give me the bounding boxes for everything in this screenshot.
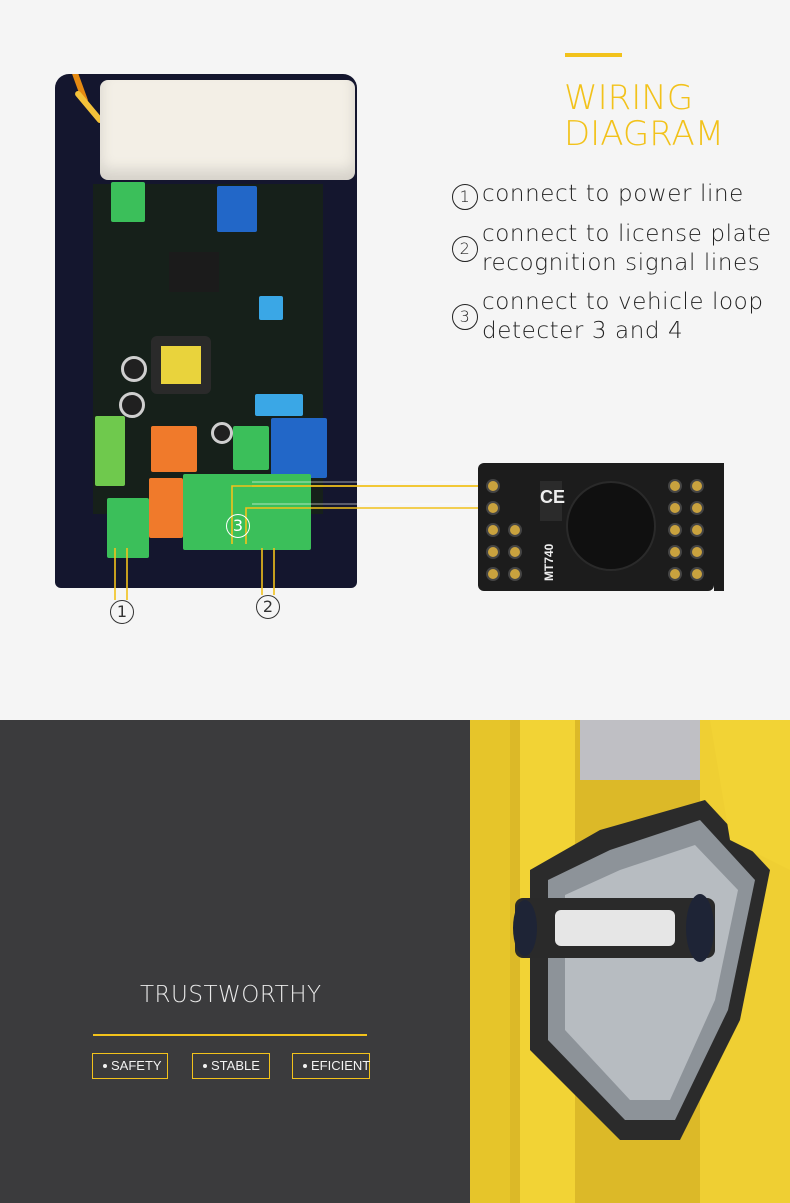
bullet-icon — [203, 1063, 207, 1068]
step-number: 2 — [452, 236, 478, 262]
terminal-screw — [486, 567, 500, 581]
terminal-block — [233, 426, 269, 470]
capacitor — [100, 80, 355, 180]
terminal-screw — [690, 523, 704, 537]
signal-terminal — [183, 474, 311, 550]
title-line-2: DIAGRAM — [564, 114, 725, 154]
feature-label: EFICIENT — [311, 1058, 371, 1073]
trust-underline — [93, 1034, 367, 1036]
dip-switch — [259, 296, 283, 320]
step-text: connect to license plate recognition sig… — [482, 221, 772, 276]
electrolytic-cap — [121, 356, 147, 382]
chip — [169, 252, 219, 292]
fuse — [95, 416, 125, 486]
feature-label: SAFETY — [111, 1058, 162, 1073]
terminal-screw — [508, 567, 522, 581]
callout-1: 1 — [110, 600, 134, 624]
step-number: 3 — [452, 304, 478, 330]
terminal-screw — [668, 567, 682, 581]
relay-component — [217, 186, 257, 232]
feature-badge-stable: STABLE — [192, 1053, 270, 1079]
relay-socket-image: CE MT740 — [478, 463, 724, 591]
power-terminal — [107, 498, 149, 558]
terminal-screw — [690, 479, 704, 493]
callout-3: 3 — [226, 514, 250, 538]
terminal-screw — [668, 479, 682, 493]
title-line-1: WIRING — [564, 78, 694, 118]
terminal-screw — [690, 545, 704, 559]
bullet-icon — [303, 1063, 307, 1068]
wiring-steps: 1 connect to power line 2 connect to lic… — [452, 180, 782, 356]
terminal-screw — [486, 501, 500, 515]
feature-badge-safety: SAFETY — [92, 1053, 168, 1079]
control-box-image — [55, 74, 357, 588]
step-number: 1 — [452, 184, 478, 210]
electrolytic-cap — [119, 392, 145, 418]
potentiometer — [255, 394, 303, 416]
trust-heading: TRUSTWORTHY — [140, 982, 322, 1008]
terminal-screw — [508, 545, 522, 559]
terminal-screw — [486, 545, 500, 559]
electrolytic-cap — [211, 422, 233, 444]
relay-model: MT740 — [542, 543, 556, 581]
terminal-screw — [668, 545, 682, 559]
terminal-screw — [486, 479, 500, 493]
barrier-arm-photo — [470, 720, 790, 1203]
transformer — [151, 336, 211, 394]
step-text: connect to power line — [482, 181, 744, 207]
terminal-block — [111, 182, 145, 222]
terminal-orange — [149, 478, 183, 538]
section-title: WIRING DIAGRAM — [564, 80, 724, 152]
feature-badge-efficient: EFICIENT — [292, 1053, 370, 1079]
relay-socket-edge — [714, 463, 724, 591]
trust-section: TRUSTWORTHY SAFETY STABLE EFICIENT — [0, 720, 790, 1203]
relay-socket-hole — [566, 481, 656, 571]
relay-label-plate — [540, 481, 562, 521]
fuse-holder — [151, 426, 197, 472]
terminal-screw — [690, 501, 704, 515]
bullet-icon — [103, 1063, 107, 1068]
title-accent-bar — [565, 53, 622, 57]
ce-mark: CE — [540, 487, 566, 507]
step-item: 2 connect to license plate recognition s… — [452, 220, 782, 278]
step-item: 1 connect to power line — [452, 180, 782, 210]
terminal-screw — [690, 567, 704, 581]
callout-2: 2 — [256, 595, 280, 619]
terminal-screw — [668, 523, 682, 537]
terminal-screw — [668, 501, 682, 515]
feature-label: STABLE — [211, 1058, 260, 1073]
terminal-screw — [486, 523, 500, 537]
relay-module — [271, 418, 327, 478]
terminal-screw — [508, 523, 522, 537]
wiring-section: 1 2 3 CE MT740 WIRING DIAGRAM 1 — [55, 53, 782, 624]
barrier-arm-illustration — [470, 720, 790, 1203]
step-text: connect to vehicle loop detecter 3 and 4 — [482, 289, 764, 344]
step-item: 3 connect to vehicle loop detecter 3 and… — [452, 288, 782, 346]
